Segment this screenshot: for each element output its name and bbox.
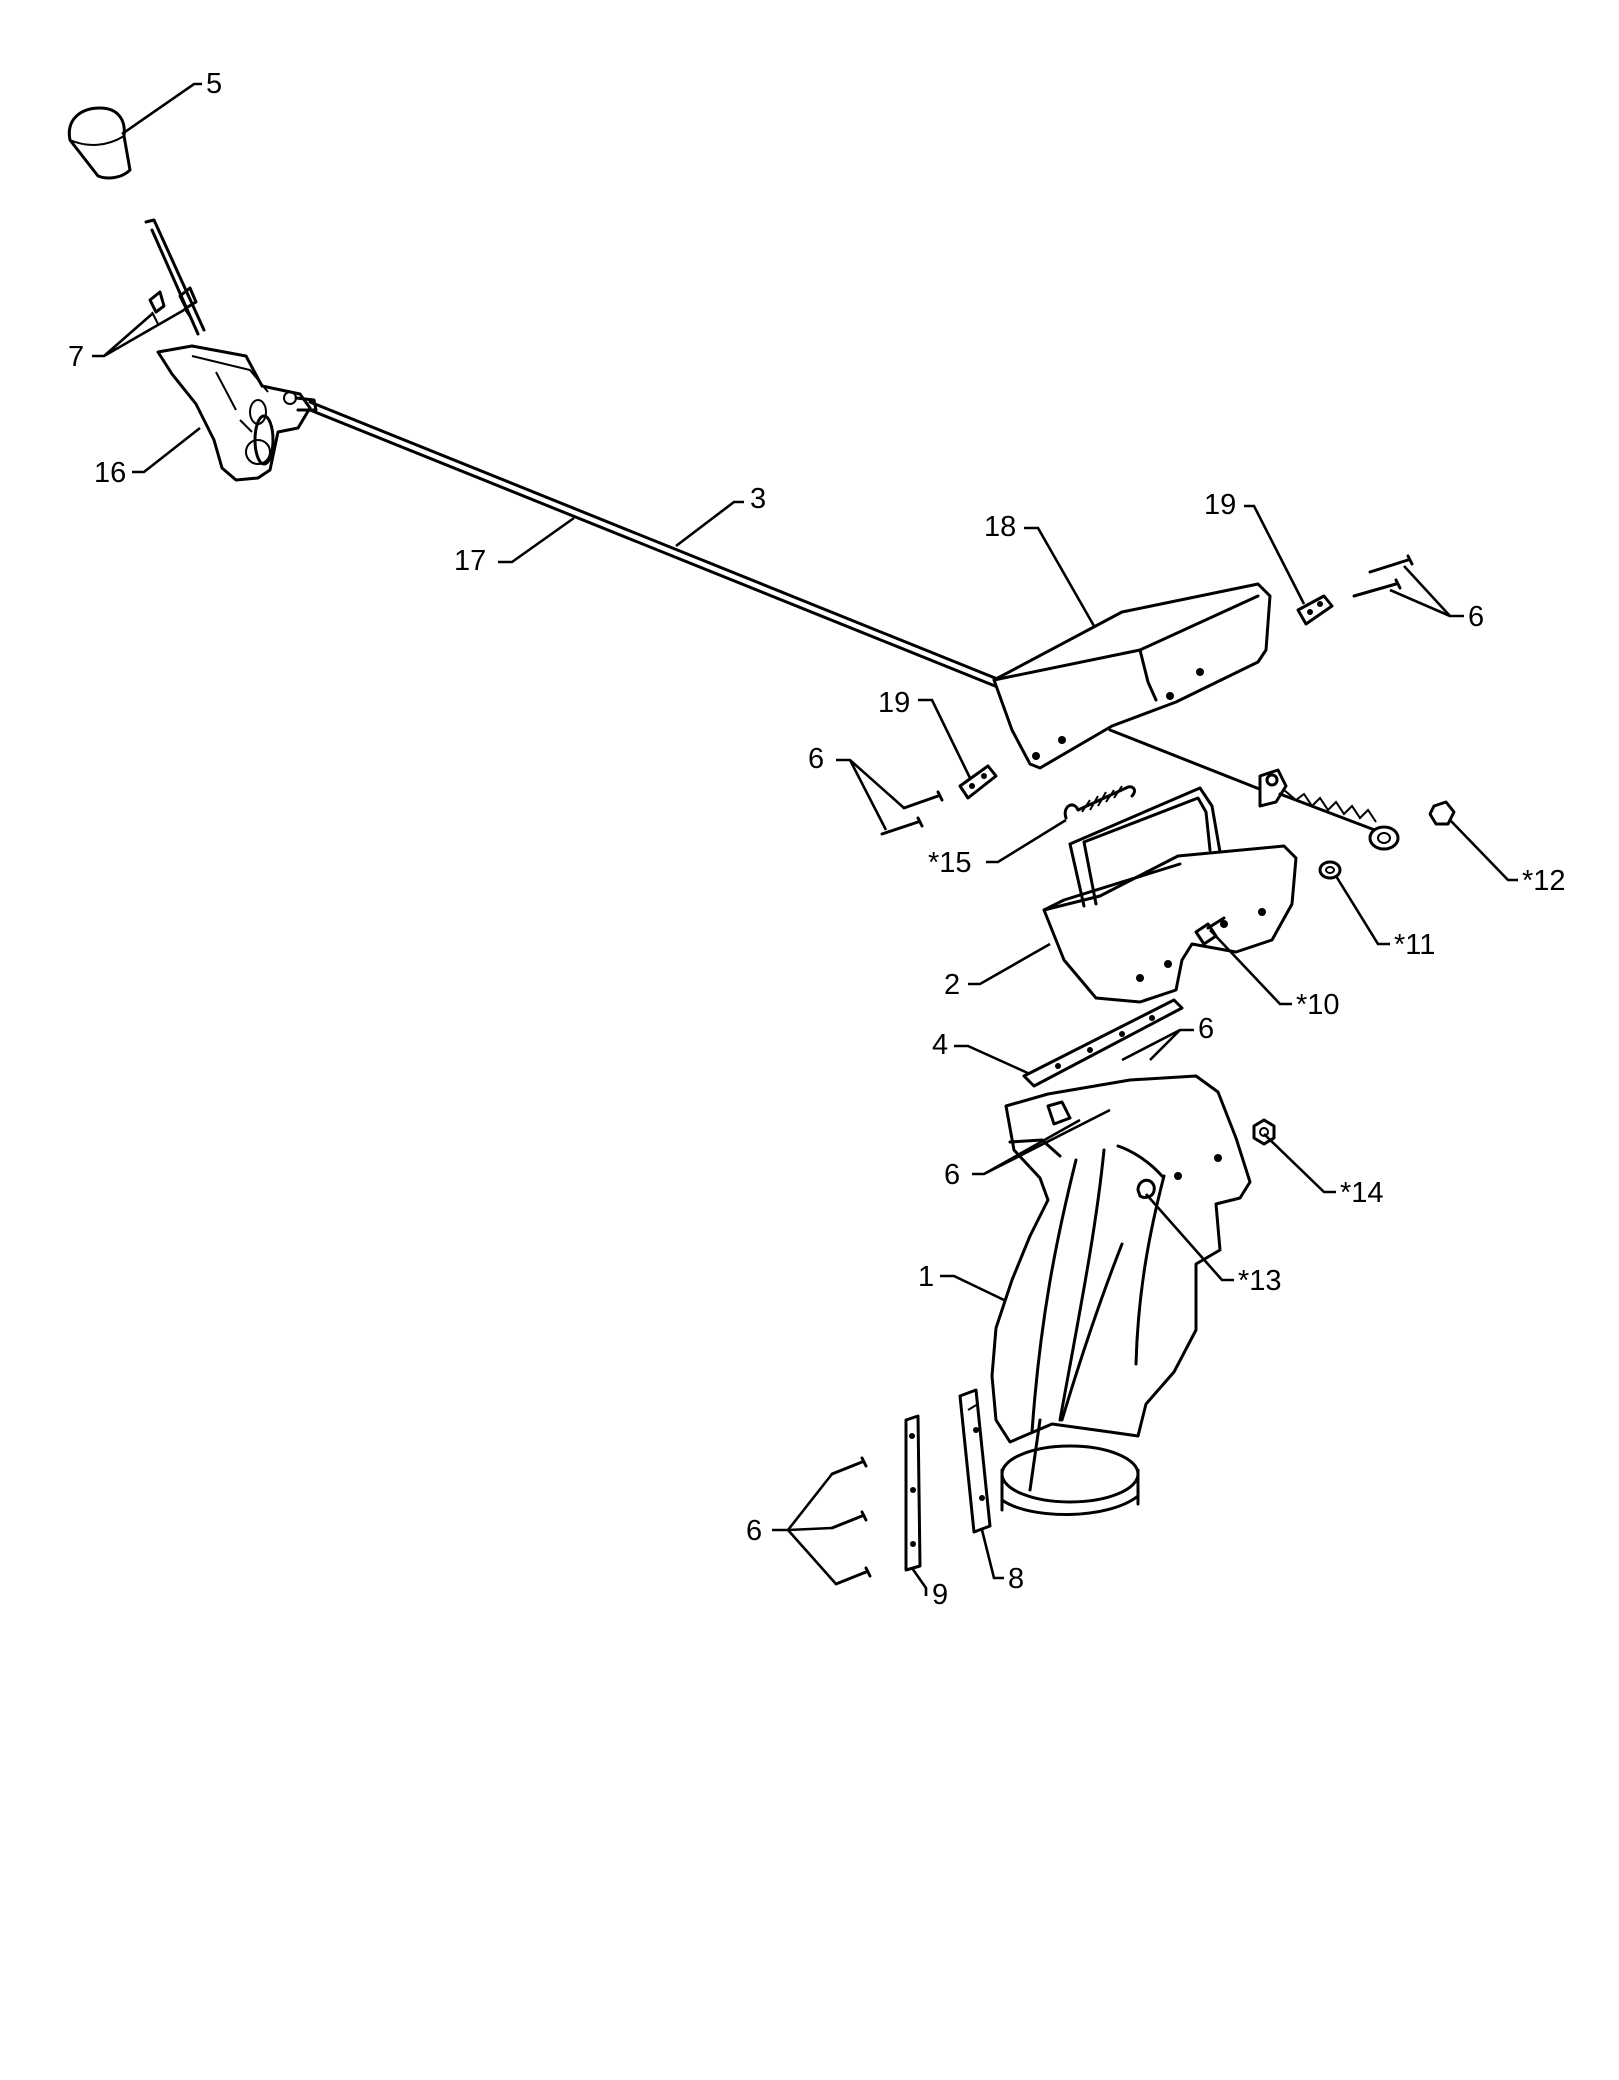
strip-part (1022, 998, 1184, 1088)
rod-part (308, 400, 1264, 792)
middle-deflector-part (1042, 786, 1298, 1004)
callout-15: *15 (928, 847, 972, 879)
callout-5: 5 (206, 68, 222, 100)
callout-3: 3 (750, 483, 766, 515)
callout-7: 7 (68, 341, 84, 373)
strip-part (958, 1388, 992, 1534)
spring-part (1063, 785, 1136, 820)
strip-part (904, 1414, 922, 1572)
callout-14: *14 (1340, 1177, 1384, 1209)
bolt-part (1136, 1178, 1156, 1200)
callout-10: *10 (1296, 989, 1340, 1021)
callout-16: 16 (94, 457, 126, 489)
callout-6-chute-right: 6 (1198, 1013, 1214, 1045)
knob-part (67, 106, 132, 180)
callout-6-lower-left: 6 (746, 1515, 762, 1547)
control-bracket-part (144, 218, 318, 482)
callout-4: 4 (932, 1029, 948, 1061)
leader-line (92, 82, 1518, 1596)
callout-2: 2 (944, 969, 960, 1001)
callout-9: 9 (932, 1579, 948, 1611)
nut-part (1428, 800, 1456, 826)
callout-6-mid-left: 6 (808, 743, 824, 775)
callout-17: 17 (454, 545, 486, 577)
callout-13: *13 (1238, 1265, 1282, 1297)
lever-bolt-part (148, 286, 198, 325)
callout-12: *12 (1522, 865, 1566, 897)
bolt-part (830, 1456, 872, 1586)
cable-adjuster-part (1258, 768, 1400, 851)
washer-part (1318, 860, 1342, 880)
chute-body-part (990, 1074, 1252, 1517)
callout-1: 1 (918, 1261, 934, 1293)
callout-6-chute-left: 6 (944, 1159, 960, 1191)
callout-18: 18 (984, 511, 1016, 543)
callout-6-top-right: 6 (1468, 601, 1484, 633)
upper-deflector-part (992, 582, 1272, 770)
callout-19-top: 19 (1204, 489, 1236, 521)
callout-19-mid: 19 (878, 687, 910, 719)
plate-part (958, 764, 998, 800)
bolt-part (1352, 554, 1414, 598)
callout-11: *11 (1394, 929, 1435, 961)
plate-part (1296, 594, 1334, 626)
callout-8: 8 (1008, 1563, 1024, 1595)
bolt-part (880, 790, 944, 836)
